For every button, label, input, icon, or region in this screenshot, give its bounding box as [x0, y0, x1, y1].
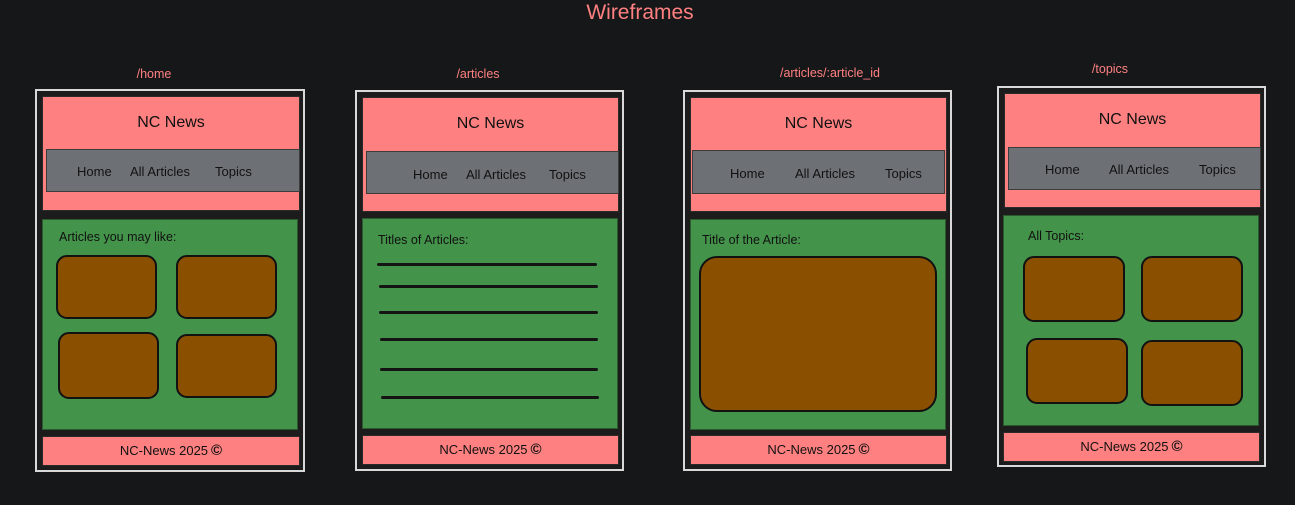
wireframe-article: NC News Home All Articles Topics Title o…: [683, 90, 952, 471]
footer-text: NC-News 2025: [1080, 439, 1169, 454]
nav-bar: Home All Articles Topics: [46, 149, 300, 192]
nav-home: Home: [1045, 162, 1080, 177]
route-label-topics: /topics: [1091, 62, 1129, 76]
topic-card: [1141, 256, 1243, 322]
nav-topics: Topics: [1199, 162, 1236, 177]
article-card: [58, 332, 159, 399]
wireframe-topics: NC News Home All Articles Topics All Top…: [997, 86, 1266, 467]
article-title-line: [380, 338, 598, 341]
diagram-title: Wireframes: [586, 1, 694, 24]
article-title-line: [381, 396, 599, 399]
header: NC News Home All Articles Topics: [362, 97, 619, 212]
content-area: All Topics:: [1003, 215, 1259, 426]
header: NC News Home All Articles Topics: [1004, 93, 1261, 208]
article-title-line: [379, 285, 598, 288]
content-label: Title of the Article:: [702, 233, 801, 247]
brand-title: NC News: [1098, 111, 1167, 128]
nav-all-articles: All Articles: [466, 167, 526, 182]
content-area: Articles you may like:: [42, 219, 298, 430]
route-label-article: /articles/:article_id: [779, 66, 881, 80]
copyright-symbol: ©: [858, 441, 870, 458]
brand-title: NC News: [456, 115, 525, 132]
article-card: [176, 255, 277, 319]
header: NC News Home All Articles Topics: [690, 97, 947, 212]
article-title-line: [379, 311, 598, 314]
article-card: [176, 334, 277, 398]
nav-home: Home: [730, 166, 765, 181]
nav-all-articles: All Articles: [130, 164, 190, 179]
footer-text: NC-News 2025: [439, 442, 528, 457]
article-body-block: [699, 256, 937, 412]
nav-home: Home: [413, 167, 448, 182]
copyright-symbol: ©: [211, 442, 223, 459]
copyright-symbol: ©: [530, 441, 542, 458]
nav-all-articles: All Articles: [795, 166, 855, 181]
copyright-symbol: ©: [1171, 438, 1183, 455]
topic-card: [1023, 256, 1125, 322]
footer: NC-News 2025©: [362, 435, 619, 465]
nav-home: Home: [77, 164, 112, 179]
nav-topics: Topics: [549, 167, 586, 182]
footer-text: NC-News 2025: [767, 442, 856, 457]
route-label-articles: /articles: [456, 67, 500, 81]
topic-card: [1026, 338, 1128, 404]
content-label: All Topics:: [1028, 229, 1085, 243]
brand-title: NC News: [137, 114, 205, 131]
nav-all-articles: All Articles: [1109, 162, 1169, 177]
content-area: Title of the Article:: [690, 219, 946, 430]
content-label: Articles you may like:: [59, 230, 177, 244]
footer: NC-News 2025©: [1003, 432, 1260, 462]
footer-text: NC-News 2025: [119, 443, 209, 458]
footer: NC-News 2025©: [42, 436, 300, 466]
topic-card: [1141, 340, 1243, 406]
article-title-line: [380, 368, 598, 371]
brand-title: NC News: [784, 115, 853, 132]
wireframe-home: NC News Home All Articles Topics Article…: [35, 89, 305, 472]
header: NC News Home All Articles Topics: [42, 96, 300, 211]
nav-topics: Topics: [215, 164, 252, 179]
article-title-line: [377, 263, 597, 266]
nav-bar: Home All Articles Topics: [366, 151, 619, 194]
nav-topics: Topics: [885, 166, 922, 181]
wireframe-articles: NC News Home All Articles Topics Titles …: [355, 90, 624, 471]
nav-bar: Home All Articles Topics: [692, 150, 945, 194]
nav-bar: Home All Articles Topics: [1008, 147, 1261, 190]
route-label-home: /home: [136, 67, 172, 81]
article-card: [56, 255, 157, 319]
content-label: Titles of Articles:: [378, 233, 469, 247]
footer: NC-News 2025©: [690, 435, 947, 465]
content-area: Titles of Articles:: [362, 218, 618, 429]
